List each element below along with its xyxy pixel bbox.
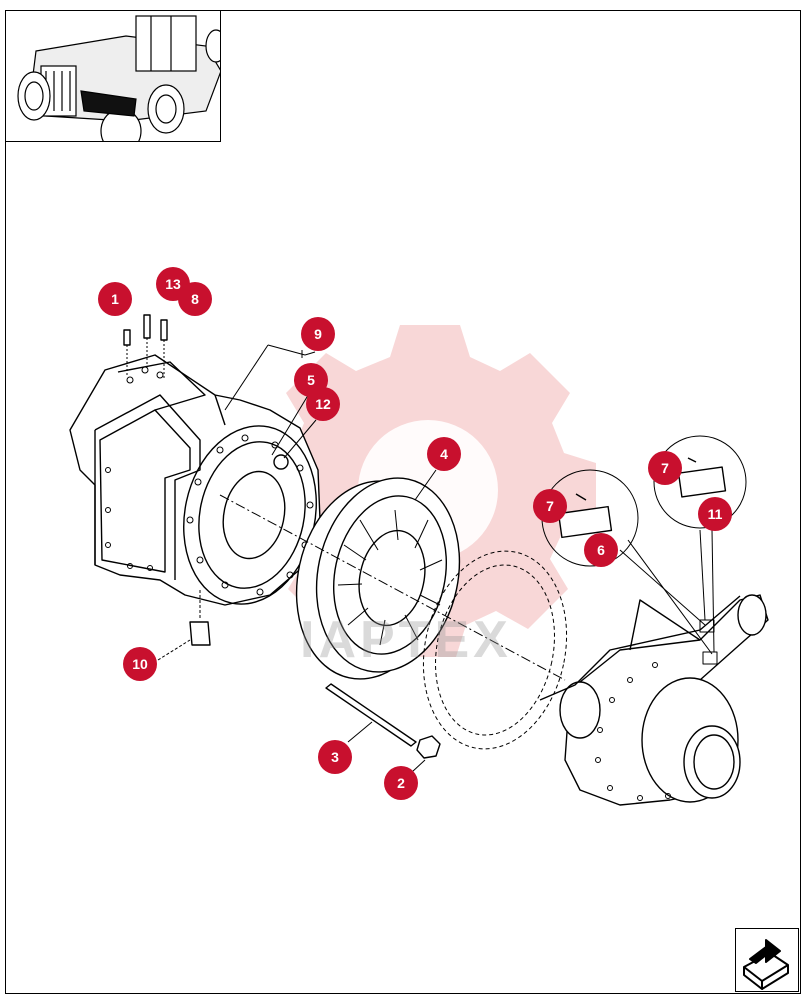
next-page-button[interactable] (735, 928, 799, 992)
callout-4[interactable]: 4 (427, 437, 461, 471)
diagram-frame (5, 10, 801, 994)
callout-8[interactable]: 8 (178, 282, 212, 316)
next-page-arrow-icon (743, 939, 789, 990)
callout-6[interactable]: 6 (584, 533, 618, 567)
callout-3[interactable]: 3 (318, 740, 352, 774)
machine-thumbnail-icon (17, 15, 220, 141)
callout-9[interactable]: 9 (301, 317, 335, 351)
callout-7-right[interactable]: 7 (648, 451, 682, 485)
callout-11[interactable]: 11 (698, 497, 732, 531)
watermark-text: IAPTEX (300, 611, 512, 669)
callout-12[interactable]: 12 (306, 387, 340, 421)
callout-1[interactable]: 1 (98, 282, 132, 316)
callout-7-left[interactable]: 7 (533, 489, 567, 523)
callout-10[interactable]: 10 (123, 647, 157, 681)
callout-2[interactable]: 2 (384, 766, 418, 800)
machine-location-thumbnail (5, 10, 221, 142)
